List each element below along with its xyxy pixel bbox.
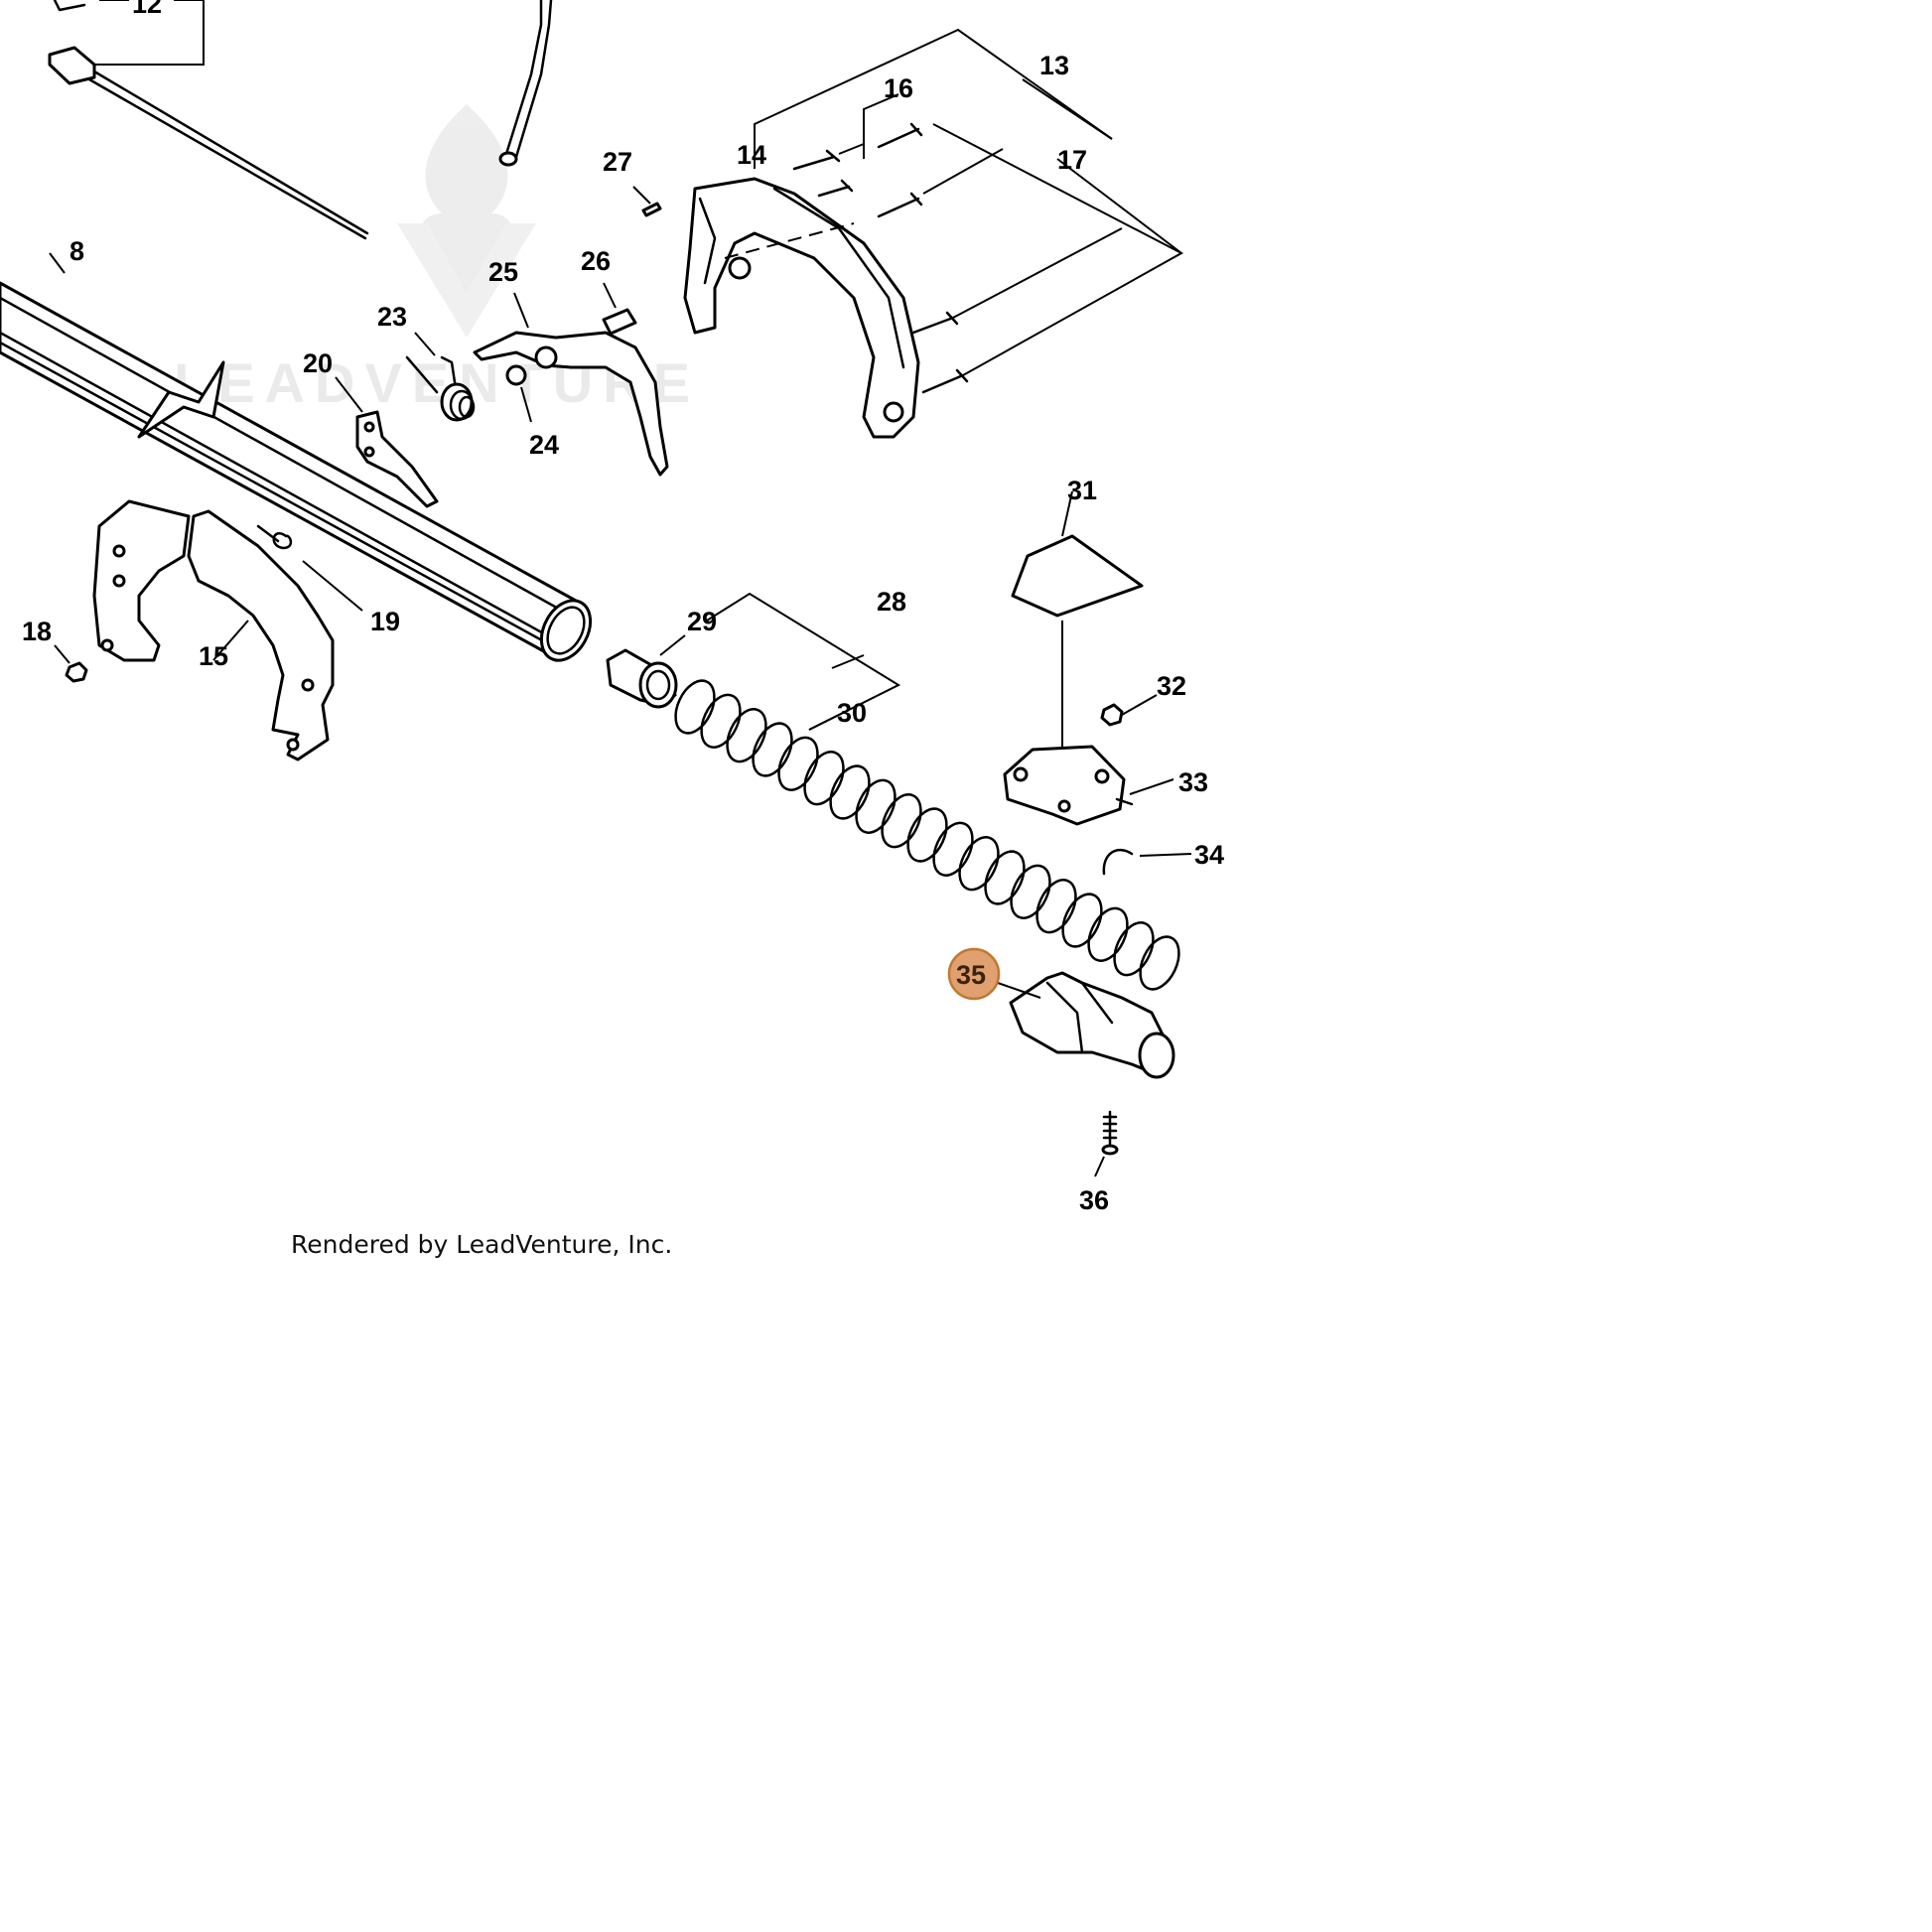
label-16[interactable]: 16 (884, 73, 913, 103)
spring-coil (1035, 879, 1077, 934)
part-24-washer (505, 364, 527, 386)
part-19-clip (256, 524, 293, 550)
spring-coil (777, 736, 819, 791)
part-20-bracket (355, 410, 439, 508)
spring-coil (674, 679, 716, 735)
spring-coil (803, 751, 845, 806)
part-15-handle-half (92, 499, 335, 761)
label-8[interactable]: 8 (69, 236, 84, 266)
spring-coil (700, 693, 742, 749)
spring-coil (1113, 921, 1155, 977)
highlight-35[interactable] (947, 947, 1001, 1001)
label-17[interactable]: 17 (1057, 145, 1087, 175)
watermark-v-icon (397, 223, 536, 338)
spring-coil (1139, 935, 1180, 991)
part-23-spring (405, 332, 476, 422)
label-18[interactable]: 18 (22, 617, 52, 646)
part-12-cable (48, 0, 369, 240)
spring-coil (726, 708, 767, 763)
part-labels: 12 8 13 14 16 17 27 26 25 23 20 24 31 29… (22, 0, 1224, 1215)
label-14[interactable]: 14 (737, 140, 766, 170)
part-36-screw (1094, 1110, 1119, 1177)
label-23[interactable]: 23 (377, 302, 407, 332)
part-29-bushing (606, 634, 686, 709)
label-27[interactable]: 27 (603, 147, 632, 177)
label-31[interactable]: 31 (1067, 476, 1097, 505)
part-33-housing (1003, 745, 1174, 826)
spring-coil (829, 764, 871, 820)
spring-coil (958, 836, 1000, 892)
throttle-rod (498, 0, 553, 167)
label-35[interactable]: 35 (956, 960, 986, 990)
part-27-pin (641, 202, 662, 217)
spring-coil (881, 793, 922, 849)
label-34[interactable]: 34 (1194, 840, 1224, 870)
part-30-spring (674, 679, 1180, 991)
leader-28 (706, 592, 901, 731)
part-8-drive-tube (0, 252, 593, 662)
spring-coil (906, 807, 948, 863)
label-15[interactable]: 15 (199, 641, 228, 671)
label-20[interactable]: 20 (303, 348, 333, 378)
label-24[interactable]: 24 (529, 430, 559, 460)
watermark-flame-icon (419, 104, 514, 298)
part-31-decal (1011, 534, 1144, 618)
label-33[interactable]: 33 (1178, 767, 1208, 797)
part-26-sleeve (602, 308, 637, 336)
spring-coil (1061, 893, 1103, 948)
label-13[interactable]: 13 (1039, 51, 1069, 80)
part-34-clip (1102, 848, 1134, 876)
label-32[interactable]: 32 (1157, 671, 1186, 701)
part-35-gear-head (997, 971, 1175, 1079)
leader-lines-top (754, 28, 1184, 376)
credit-text: Rendered by LeadVenture, Inc. (291, 1230, 672, 1259)
part-32-nut (1100, 703, 1124, 727)
spring-coil (752, 722, 793, 777)
label-19[interactable]: 19 (370, 607, 400, 636)
label-36[interactable]: 36 (1079, 1185, 1109, 1215)
label-28[interactable]: 28 (877, 587, 906, 617)
label-30[interactable]: 30 (837, 698, 867, 728)
spring-coil (984, 850, 1026, 905)
spring-coil (1087, 906, 1129, 962)
part-18-nut (65, 661, 88, 683)
spring-coil (932, 821, 974, 877)
part-14-handle-housing (683, 177, 920, 439)
label-12[interactable]: 12 (132, 0, 162, 19)
screws (792, 122, 969, 394)
label-25[interactable]: 25 (488, 257, 518, 287)
label-29[interactable]: 29 (687, 607, 717, 636)
spring-coil (855, 778, 897, 834)
spring-coil (1010, 864, 1051, 919)
label-26[interactable]: 26 (581, 246, 611, 276)
